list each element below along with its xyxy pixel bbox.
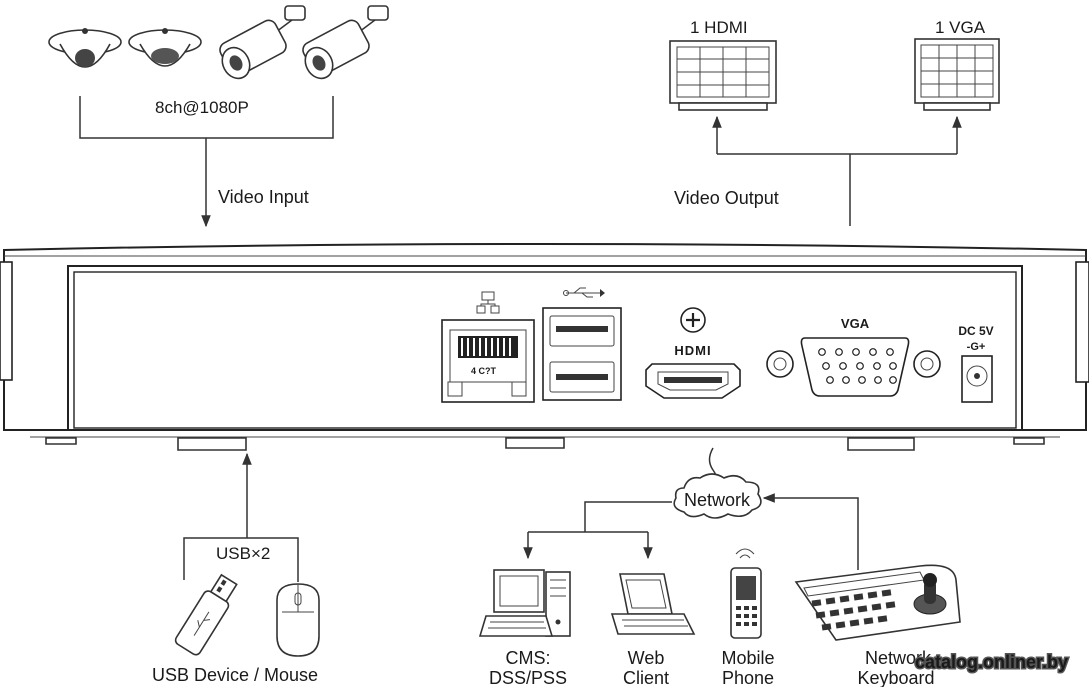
lan-port-label: 4 C?T: [471, 366, 497, 376]
web-label-line2: Client: [623, 668, 669, 687]
usb-ports: [542, 287, 622, 401]
usb-device-label: USB Device / Mouse: [152, 665, 318, 685]
keyboard-label-line1: Network: [865, 648, 932, 668]
bullet-camera-icon: [219, 5, 306, 80]
dc-power-port: DC 5V -G+: [958, 324, 994, 403]
usb-icon: [563, 287, 605, 298]
video-output-label: Video Output: [674, 188, 779, 208]
network-icon: [476, 291, 500, 314]
usb-flash-drive-icon: [174, 573, 238, 656]
laptop-icon: [610, 573, 696, 635]
vga-port-label: VGA: [841, 316, 870, 331]
vga-monitor-icon: [914, 38, 1000, 111]
video-input-label: Video Input: [218, 187, 309, 207]
keyboard-label-line2: Keyboard: [857, 668, 934, 687]
dome-camera-icon: [128, 28, 202, 67]
mobile-phone-icon: [730, 548, 762, 639]
hdmi-monitor-label: 1 HDMI: [690, 18, 748, 37]
dc-polarity-label: -G+: [967, 341, 986, 353]
dome-camera-icon: [48, 28, 122, 68]
mobile-label-line2: Phone: [722, 668, 774, 687]
cms-label-line1: CMS:: [506, 648, 551, 668]
network-keyboard-icon: [794, 564, 961, 641]
mobile-label-line1: Mobile: [721, 648, 774, 668]
bullet-camera-icon: [302, 5, 389, 80]
web-label-line1: Web: [628, 648, 665, 668]
usb-count-label: USB×2: [216, 544, 270, 563]
lan-port: 4 C?T: [441, 291, 535, 403]
cms-label-line2: DSS/PSS: [489, 668, 567, 687]
network-cloud-icon: [673, 473, 762, 519]
network-label: Network: [684, 490, 751, 510]
vga-monitor-label: 1 VGA: [935, 18, 986, 37]
dc-label: DC 5V: [958, 324, 993, 338]
mouse-icon: [276, 583, 320, 657]
hdmi-port: HDMI: [645, 307, 741, 399]
hdmi-port-label: HDMI: [674, 343, 711, 358]
watermark: catalog.onliner.by: [915, 652, 1068, 672]
vga-port: VGA: [766, 316, 941, 397]
channels-label: 8ch@1080P: [155, 98, 249, 117]
desktop-computer-icon: [478, 569, 571, 637]
hdmi-monitor-icon: [669, 40, 777, 111]
